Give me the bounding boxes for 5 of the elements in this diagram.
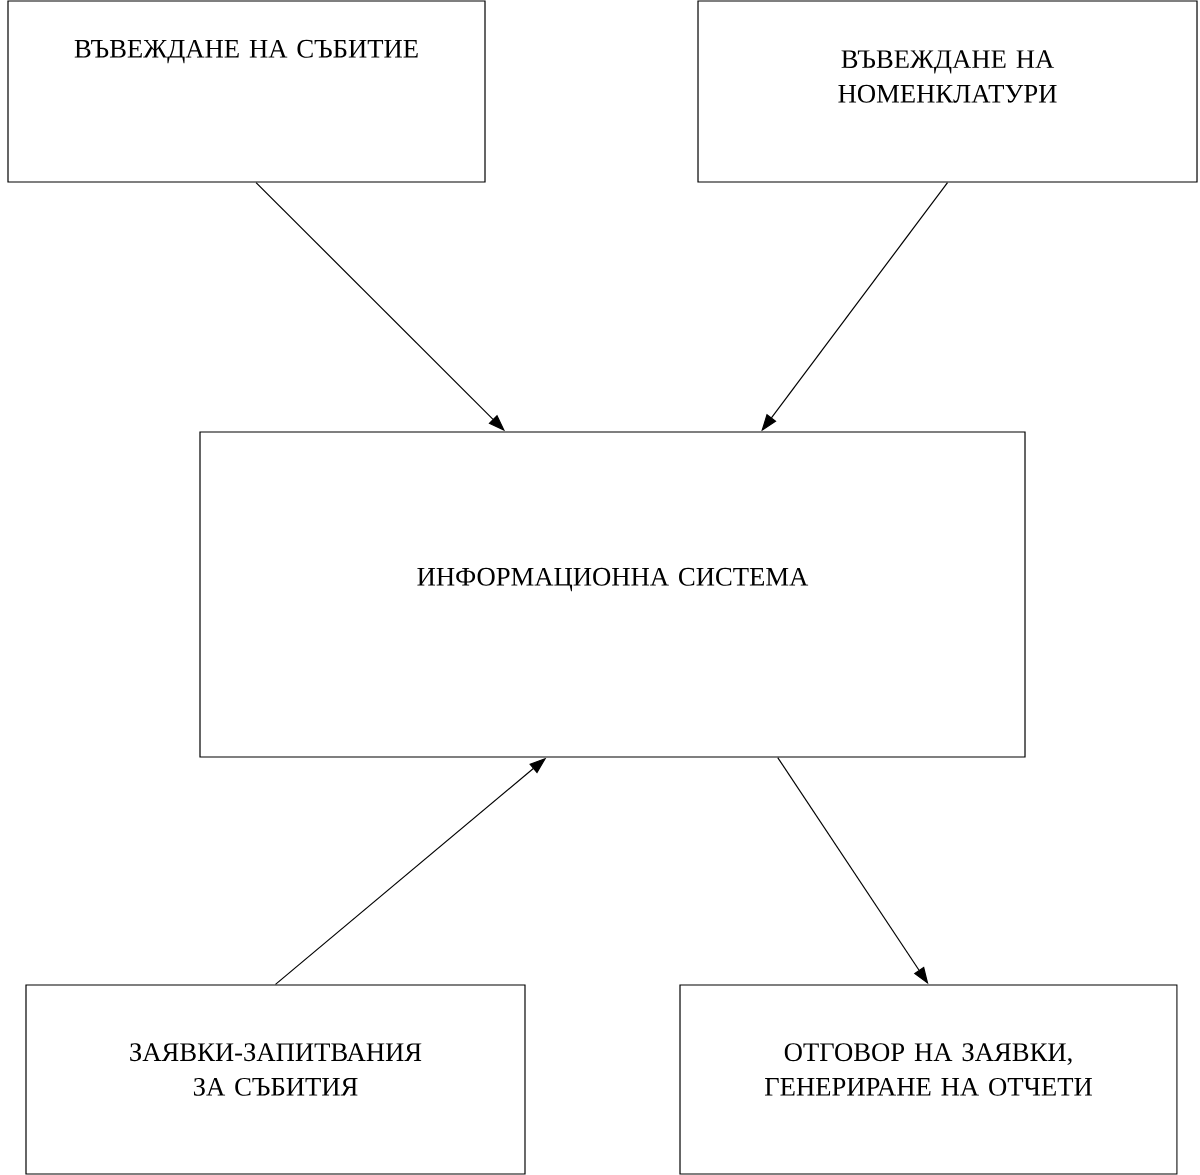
process-box: ИНФОРМАЦИОННА СИСТЕМА bbox=[199, 431, 1026, 758]
process-box: ЗАЯВКИ-ЗАПИТВАНИЯ ЗА СЪБИТИЯ bbox=[25, 984, 526, 1175]
process-box: ВЪВЕЖДАНЕ НА СЪБИТИЕ bbox=[7, 0, 486, 183]
process-box: ВЪВЕЖДАНЕ НА НОМЕНКЛАТУРИ bbox=[697, 0, 1198, 183]
process-box: ОТГОВОР НА ЗАЯВКИ, ГЕНЕРИРАНЕ НА ОТЧЕТИ bbox=[679, 984, 1178, 1175]
